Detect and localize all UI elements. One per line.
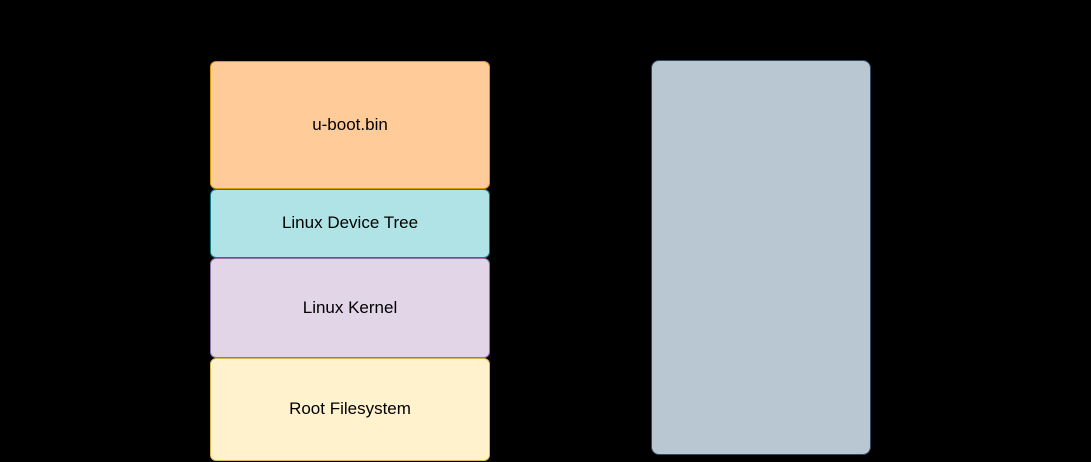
block-u-boot-bin-label: u-boot.bin [312, 114, 388, 134]
block-root-filesystem-label: Root Filesystem [289, 399, 411, 419]
block-linux-kernel: Linux Kernel [210, 258, 490, 358]
block-u-boot-bin: u-boot.bin [210, 61, 490, 189]
block-linux-device-tree: Linux Device Tree [210, 189, 490, 258]
block-linux-device-tree-label: Linux Device Tree [281, 213, 419, 233]
empty-flash-panel [651, 60, 871, 455]
block-linux-kernel-label: Linux Kernel [302, 297, 398, 317]
block-root-filesystem: Root Filesystem [210, 358, 490, 461]
flash-layout-stack: u-boot.bin Linux Device Tree Linux Kerne… [210, 61, 490, 461]
